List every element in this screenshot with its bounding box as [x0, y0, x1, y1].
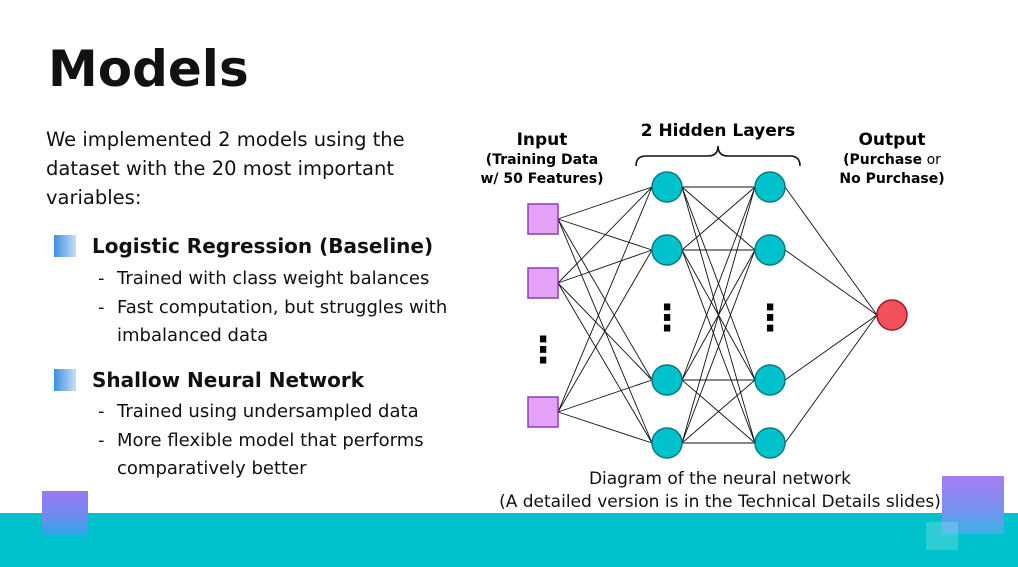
hidden-layers-title: 2 Hidden Layers: [641, 121, 796, 141]
connection-line: [557, 186, 653, 284]
bullet-heading: Logistic Regression (Baseline): [92, 234, 434, 258]
connection-line: [681, 186, 756, 444]
hidden-layer-1-node: [651, 171, 683, 203]
hidden-layer-1-node: [651, 427, 683, 459]
diagram-caption: Diagram of the neural network (A detaile…: [440, 468, 1000, 514]
input-subtitle-2: w/ 50 Features): [480, 171, 603, 187]
caption-line-2: (A detailed version is in the Technical …: [499, 492, 941, 512]
input-node: [527, 396, 559, 428]
output-subtitle-1: (Purchase or: [843, 152, 941, 168]
hidden-layer-1-node: [651, 234, 683, 266]
connection-line: [557, 186, 653, 413]
output-title: Output: [858, 130, 925, 150]
connection-line: [681, 186, 756, 251]
connection-line: [557, 186, 653, 220]
input-subtitle-1: (Training Data: [486, 152, 598, 168]
connection-line: [557, 249, 653, 413]
connections: [557, 186, 878, 444]
nodes: [527, 171, 908, 459]
connection-line: [681, 379, 756, 444]
connection-line: [681, 249, 756, 444]
input-ellipsis: ⋮: [525, 330, 561, 371]
connection-line: [557, 411, 653, 444]
caption-line-1: Diagram of the neural network: [588, 469, 852, 489]
hidden-layer-1-node: [651, 364, 683, 396]
hidden-layer-2-node: [754, 427, 786, 459]
hidden1-ellipsis: ⋮: [649, 298, 685, 339]
output-node: [876, 299, 908, 331]
connection-line: [557, 379, 653, 413]
input-node: [527, 267, 559, 299]
connection-line: [784, 186, 878, 316]
connection-line: [557, 249, 653, 284]
connection-line: [784, 314, 878, 381]
connection-line: [784, 249, 878, 316]
hidden-layer-2-node: [754, 171, 786, 203]
sub-item: - Trained with class weight balances: [98, 268, 430, 289]
bullet-square-icon: [54, 369, 76, 391]
input-title: Input: [517, 130, 568, 150]
output-subtitle-2: No Purchase): [839, 171, 944, 187]
connection-line: [557, 282, 653, 444]
slide-title: Models: [48, 40, 249, 98]
sub-item: - Fast computation, but struggles with i…: [98, 297, 448, 346]
bullet-heading: Shallow Neural Network: [92, 368, 364, 392]
intro-text: We implemented 2 models using the datase…: [46, 128, 405, 209]
hidden-layer-2-node: [754, 234, 786, 266]
hidden2-ellipsis: ⋮: [752, 298, 788, 339]
hidden-layer-2-node: [754, 364, 786, 396]
hidden-layers-brace: [635, 145, 801, 167]
sub-item: - Trained using undersampled data: [98, 401, 419, 422]
bottom-band: [0, 513, 1018, 567]
input-node: [527, 203, 559, 235]
bullet-square-icon: [54, 235, 76, 257]
decor-square-left: [42, 491, 88, 535]
decor-square-right-small: [926, 522, 958, 550]
decor-square-right: [942, 476, 1004, 534]
connection-line: [681, 186, 756, 381]
connection-line: [784, 314, 878, 444]
sub-item: - More flexible model that performs comp…: [98, 430, 424, 479]
bullet-logistic-regression: Logistic Regression (Baseline): [54, 234, 433, 258]
bullet-shallow-nn: Shallow Neural Network: [54, 368, 364, 392]
